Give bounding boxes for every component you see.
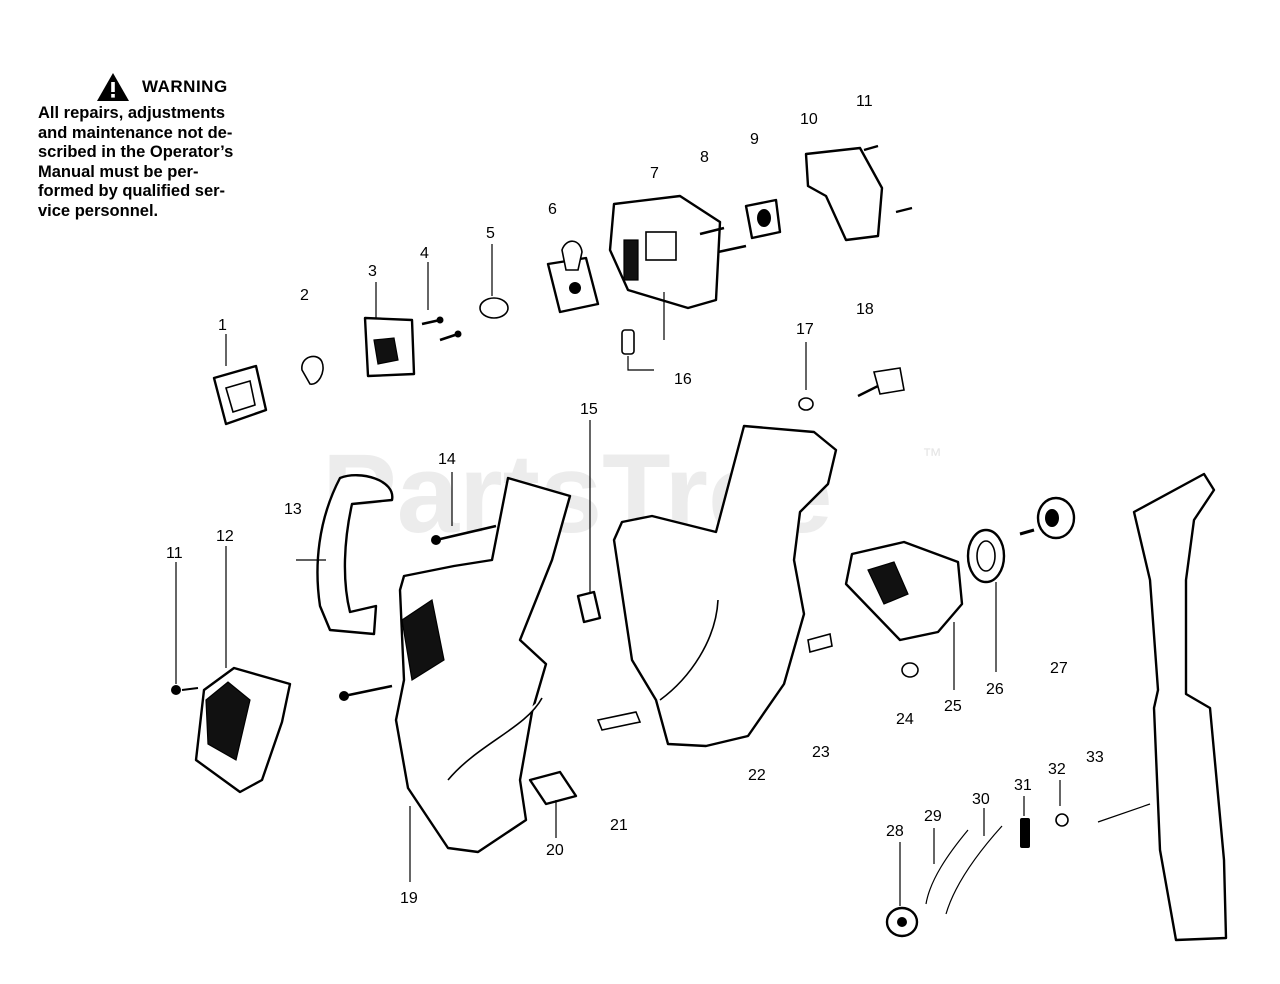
part-6-carburetor	[546, 240, 600, 314]
part-7-housing	[608, 194, 722, 340]
callout-11-left: 11	[166, 545, 183, 562]
part-16-plug	[621, 329, 654, 371]
part-32-grommet	[1055, 780, 1069, 827]
warning-notice: WARNING All repairs, adjustments and mai…	[38, 72, 278, 221]
part-15-impeller-nut	[576, 420, 602, 624]
callout-11-top: 11	[856, 93, 873, 110]
watermark-trademark: ™	[922, 445, 942, 467]
callout-32: 32	[1048, 761, 1066, 778]
callout-22: 22	[748, 767, 766, 784]
part-22-blower-cover	[612, 424, 838, 748]
warning-line: scribed in the Operator’s	[38, 143, 234, 161]
callout-16: 16	[674, 371, 692, 388]
part-31-filter	[1020, 796, 1030, 848]
part-33-tube	[1097, 472, 1228, 942]
part-19-blower-housing	[394, 476, 572, 882]
callout-20: 20	[546, 842, 564, 859]
part-13-handle	[296, 474, 394, 636]
part-29-fuel-line	[925, 828, 969, 905]
part-4-screws	[421, 262, 462, 342]
callout-33: 33	[1086, 749, 1104, 766]
part-20-latch	[528, 770, 578, 838]
part-21-pin	[596, 711, 642, 731]
part-5-clamp	[479, 244, 509, 319]
callout-27: 27	[1050, 660, 1068, 677]
warning-line: vice personnel.	[38, 201, 159, 220]
part-17-nut	[798, 342, 814, 411]
warning-line: formed by qualified ser-	[38, 182, 226, 200]
callout-9: 9	[750, 131, 759, 148]
callout-8: 8	[700, 149, 709, 166]
part-30-fuel-line	[945, 808, 1003, 915]
part-14-screw	[431, 472, 497, 545]
warning-line: All repairs, adjustments	[38, 104, 226, 122]
part-12-shroud	[194, 546, 292, 794]
callout-29: 29	[924, 808, 942, 825]
callout-19: 19	[400, 890, 418, 907]
callout-3: 3	[368, 263, 377, 280]
warning-text: All repairs, adjustments and maintenance…	[38, 104, 278, 221]
callout-12: 12	[216, 528, 234, 545]
warning-header: WARNING	[96, 72, 278, 102]
callout-24: 24	[896, 711, 914, 728]
callout-10: 10	[800, 111, 818, 128]
warning-line: Manual must be per-	[38, 162, 199, 181]
part-18-switch	[857, 367, 905, 398]
callout-4: 4	[420, 245, 429, 262]
callout-15: 15	[580, 401, 598, 418]
callout-2: 2	[300, 287, 309, 304]
warning-line: and maintenance not de-	[38, 123, 233, 142]
callout-28: 28	[886, 823, 904, 840]
part-26-seal	[966, 528, 1006, 672]
callout-14: 14	[438, 451, 456, 468]
callout-17: 17	[796, 321, 814, 338]
callout-23: 23	[812, 744, 830, 761]
callout-18: 18	[856, 301, 874, 318]
part-10-plate	[804, 144, 913, 242]
part-27-cap	[1019, 496, 1076, 540]
part-1-gasket	[212, 334, 268, 426]
warning-title: WARNING	[142, 77, 228, 97]
callout-6: 6	[548, 201, 557, 218]
callout-5: 5	[486, 225, 495, 242]
part-3-adapter	[363, 282, 416, 378]
housing-screw	[339, 684, 393, 701]
part-24-ring	[901, 662, 919, 678]
callout-7: 7	[650, 165, 659, 182]
callout-13: 13	[284, 501, 302, 518]
part-25-adapter	[844, 540, 964, 690]
callout-30: 30	[972, 791, 990, 808]
part-9-bushing	[744, 198, 782, 240]
callout-21: 21	[610, 817, 628, 834]
warning-icon	[97, 73, 129, 101]
part-28-washer	[885, 842, 919, 938]
part-23-clip	[807, 632, 833, 654]
callout-26: 26	[986, 681, 1004, 698]
part-8-screws	[699, 226, 747, 254]
callout-25: 25	[944, 698, 962, 715]
part-2-clip	[301, 355, 324, 385]
part-11-screw	[171, 562, 199, 695]
callout-31: 31	[1014, 777, 1032, 794]
callout-1: 1	[218, 317, 227, 334]
